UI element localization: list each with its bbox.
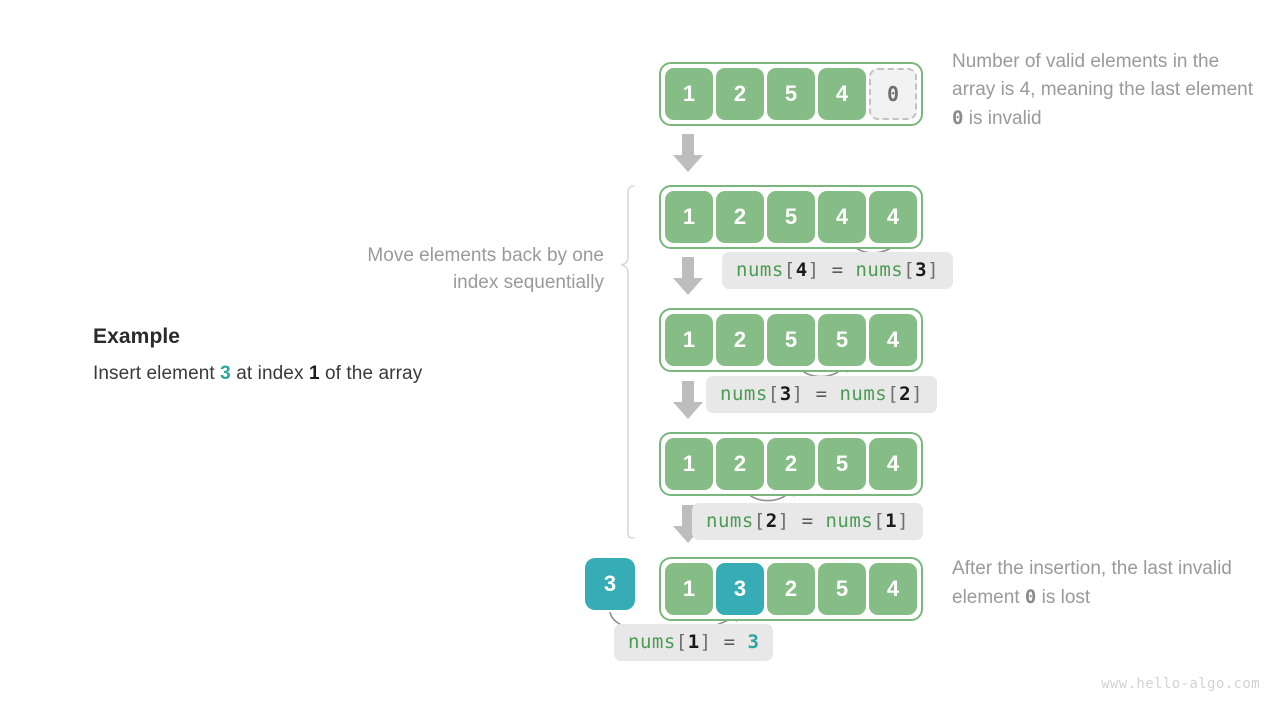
code-bracket-close: ]	[897, 510, 910, 532]
array-cell: 5	[818, 563, 866, 615]
code-bracket-open: [	[887, 383, 900, 405]
array-final: 1 3 2 5 4	[659, 557, 923, 621]
insert-value-cell: 3	[585, 558, 635, 610]
down-arrow-icon	[673, 381, 703, 419]
code-rhs-value: 3	[747, 631, 760, 653]
array-cell: 5	[818, 314, 866, 366]
array-cell: 4	[818, 68, 866, 120]
array-cell-invalid: 0	[869, 68, 917, 120]
note-text-part2: is lost	[1036, 587, 1091, 608]
note-zero-value: 0	[952, 107, 964, 129]
array-cell: 2	[716, 68, 764, 120]
code-bracket-close: ]	[911, 383, 924, 405]
code-lhs-name: nums	[628, 631, 676, 653]
code-bracket-close: ]	[699, 631, 712, 653]
array-cell: 1	[665, 191, 713, 243]
code-bracket-open: [	[675, 631, 688, 653]
example-desc-suffix: of the array	[319, 363, 423, 384]
example-desc-value: 3	[220, 363, 231, 384]
array-cell: 4	[869, 438, 917, 490]
watermark: www.hello-algo.com	[1101, 676, 1260, 692]
array-cell: 4	[818, 191, 866, 243]
code-bracket-open: [	[873, 510, 886, 532]
code-operator: =	[803, 383, 840, 405]
array-cell: 5	[818, 438, 866, 490]
code-bracket-open: [	[903, 259, 916, 281]
move-elements-caption: Move elements back by one index sequenti…	[367, 245, 604, 293]
array-cell: 2	[716, 191, 764, 243]
array-cell: 1	[665, 438, 713, 490]
code-operator: =	[819, 259, 856, 281]
array-cell: 2	[716, 438, 764, 490]
assign-2-1: nums[2] = nums[1]	[692, 503, 924, 540]
code-rhs-index: 3	[915, 259, 928, 281]
down-arrow-icon	[673, 257, 703, 295]
code-rhs-index: 2	[899, 383, 912, 405]
code-bracket-close: ]	[791, 383, 804, 405]
example-desc-mid: at index	[230, 363, 309, 384]
example-block: Example Insert element 3 at index 1 of t…	[93, 325, 563, 385]
array-cell: 4	[869, 314, 917, 366]
down-arrow-icon	[673, 134, 703, 172]
array-cell: 2	[716, 314, 764, 366]
array-step-2: 1 2 5 5 4	[659, 308, 923, 372]
code-lhs-name: nums	[706, 510, 754, 532]
note-invalid-last-element: Number of valid elements in the array is…	[952, 48, 1262, 133]
note-text-part1: After the insertion, the last invalid el…	[952, 558, 1232, 608]
code-bracket-open: [	[767, 383, 780, 405]
note-text-part2: is invalid	[963, 108, 1042, 129]
example-description: Insert element 3 at index 1 of the array	[93, 363, 563, 385]
array-cell: 1	[665, 563, 713, 615]
code-bracket-open: [	[753, 510, 766, 532]
array-cell: 4	[869, 191, 917, 243]
initial-array: 1 2 5 4 0	[659, 62, 923, 126]
array-cell: 5	[767, 68, 815, 120]
array-step-1: 1 2 5 4 4	[659, 185, 923, 249]
array-cell: 5	[767, 191, 815, 243]
code-rhs-name: nums	[825, 510, 874, 532]
array-cell: 2	[767, 438, 815, 490]
code-lhs-index: 2	[765, 510, 778, 532]
array-cell: 4	[869, 563, 917, 615]
code-lhs-index: 3	[779, 383, 792, 405]
assign-3-2: nums[3] = nums[2]	[706, 376, 938, 413]
code-lhs-index: 4	[795, 259, 808, 281]
code-bracket-open: [	[783, 259, 796, 281]
note-text-part1: Number of valid elements in the array is…	[952, 51, 1253, 100]
array-cell: 1	[665, 314, 713, 366]
code-rhs-index: 1	[885, 510, 898, 532]
code-bracket-close: ]	[777, 510, 790, 532]
array-cell: 1	[665, 68, 713, 120]
array-cell: 5	[767, 314, 815, 366]
array-step-3: 1 2 2 5 4	[659, 432, 923, 496]
code-operator: =	[711, 631, 748, 653]
example-desc-prefix: Insert element	[93, 363, 221, 384]
code-lhs-index: 1	[687, 631, 700, 653]
assign-4-3: nums[4] = nums[3]	[722, 252, 954, 289]
example-desc-index: 1	[308, 363, 320, 384]
code-operator: =	[789, 510, 826, 532]
code-lhs-name: nums	[736, 259, 784, 281]
code-rhs-name: nums	[839, 383, 888, 405]
code-rhs-name: nums	[855, 259, 904, 281]
example-title: Example	[93, 325, 181, 348]
code-bracket-close: ]	[927, 259, 940, 281]
note-after-insertion: After the insertion, the last invalid el…	[952, 555, 1262, 612]
note-zero-value: 0	[1024, 586, 1037, 608]
code-lhs-name: nums	[720, 383, 768, 405]
array-cell: 2	[767, 563, 815, 615]
code-bracket-close: ]	[807, 259, 820, 281]
grouping-brace	[620, 185, 635, 539]
array-cell-inserted: 3	[716, 563, 764, 615]
assign-1-value: nums[1] = 3	[614, 624, 774, 661]
